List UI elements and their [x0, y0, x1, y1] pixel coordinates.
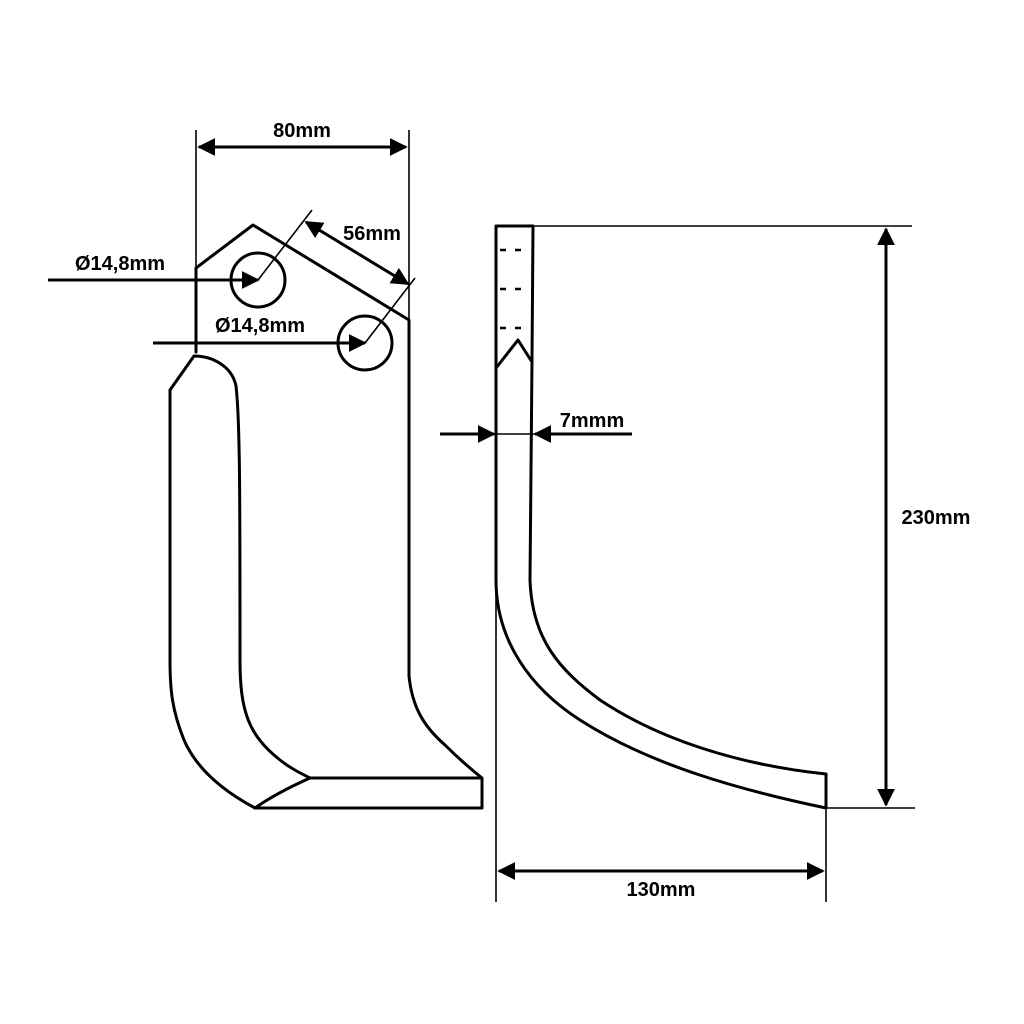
hole-diameter-2-label: Ø14,8mm: [215, 315, 305, 337]
height-dimension: 230mm: [533, 225, 971, 809]
hole-diameter-2-dimension: Ø14,8mm: [153, 315, 367, 352]
width-label: 80mm: [273, 120, 331, 142]
side-bevel: [494, 338, 534, 370]
blade-side-view: [494, 224, 828, 810]
hole-diameter-1-label: Ø14,8mm: [75, 253, 165, 275]
hole-spacing-dimension: 56mm: [257, 209, 416, 344]
thickness-label: 7mmm: [560, 410, 624, 432]
thickness-dimension: 7mmm: [440, 410, 632, 443]
hole-diameter-1-dimension: Ø14,8mm: [48, 253, 260, 289]
hole-spacing-label: 56mm: [343, 223, 401, 245]
blade-outer-edge: [168, 354, 484, 810]
reach-label: 130mm: [627, 879, 696, 901]
height-label: 230mm: [902, 507, 971, 529]
mounting-plate-outline: [194, 223, 411, 678]
blade-front-view: [168, 223, 484, 810]
reach-dimension: 130mm: [495, 580, 827, 902]
blade-edge-bevel: [253, 776, 312, 810]
side-profile-outline: [494, 224, 828, 810]
width-dimension: 80mm: [195, 120, 410, 320]
